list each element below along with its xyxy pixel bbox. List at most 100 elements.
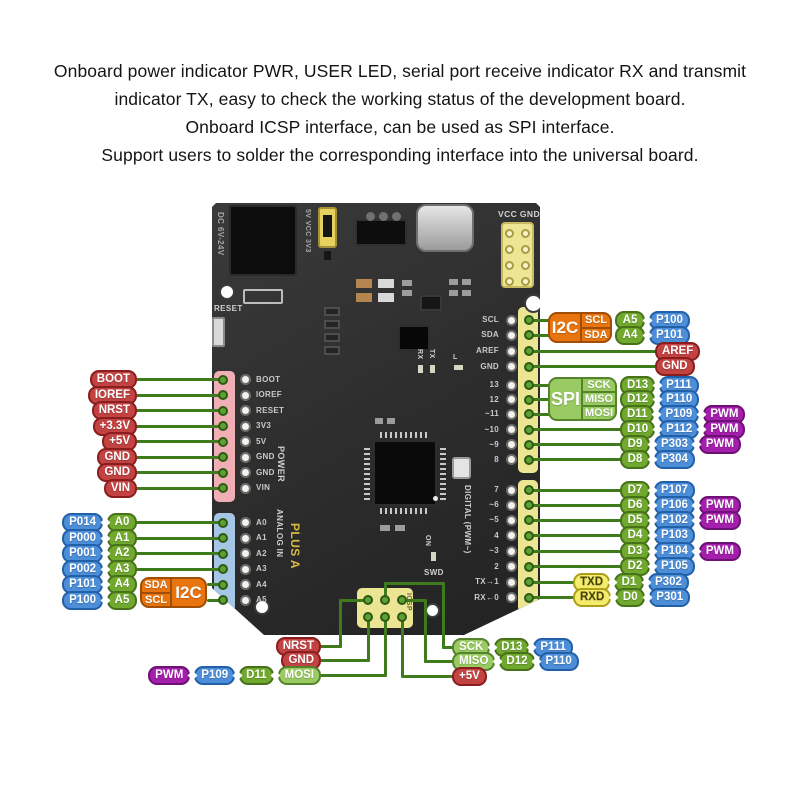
header-pad: [505, 576, 517, 588]
analog-label: ANALOG IN: [275, 509, 284, 558]
passive: [462, 290, 471, 296]
swd-label: SWD: [424, 568, 444, 577]
vent-hole: [365, 211, 375, 221]
voltage-regulator: [355, 219, 407, 246]
pin-label-d0: D0: [615, 588, 646, 607]
pin-dot: [363, 595, 373, 605]
pin-dot: [524, 346, 534, 356]
pin-dot: [524, 577, 534, 587]
header-pad: [239, 389, 251, 401]
pin-label-p110: P110: [538, 652, 579, 671]
pin-label-p304: P304: [654, 450, 695, 469]
left-power-row: VIN: [0, 478, 137, 498]
connector-line: [527, 443, 622, 446]
connector-line: [135, 552, 225, 555]
pin-label-d8: D8: [620, 450, 650, 469]
header-pad: [505, 530, 517, 541]
icsp-sck-trace: [441, 581, 445, 649]
icsp-miso-trace: [423, 660, 454, 663]
silkscreen-~3: ~3: [489, 546, 499, 555]
connector-line: [135, 393, 225, 397]
header-pad: [239, 563, 251, 575]
header-pad: [239, 532, 251, 544]
passive: [387, 418, 395, 424]
pin-dot: [524, 409, 534, 419]
icsp-sck-trace: [383, 581, 387, 602]
diode: [324, 320, 340, 329]
pin-label-p109: P109: [194, 665, 236, 685]
silkscreen-tx→1: TX→1: [475, 577, 499, 586]
connector-line: [527, 349, 657, 353]
header-pin: [521, 244, 530, 254]
pin-dot: [397, 595, 407, 605]
header-pad: [239, 482, 251, 494]
passive: [449, 290, 458, 296]
silkscreen-~6: ~6: [489, 500, 499, 509]
pin-dot: [397, 612, 407, 622]
header-pin: [505, 228, 514, 238]
capacitor: [356, 293, 372, 302]
mcu-pins-bottom: [380, 508, 430, 514]
connector-line: [527, 534, 622, 537]
mount-hole: [219, 284, 235, 300]
header-pad: [505, 379, 517, 391]
pin-label-gnd: GND: [655, 357, 695, 376]
description-line: indicator TX, easy to check the working …: [114, 89, 686, 109]
header-pin: [505, 260, 514, 270]
passive: [395, 525, 405, 531]
silkscreen-reset: RESET: [256, 405, 285, 415]
icsp-label: ICSP: [405, 593, 412, 611]
digital-label: DIGITAL (PWM~): [463, 485, 472, 554]
l-label: L: [453, 354, 458, 361]
pin-label-pwm: PWM: [698, 541, 741, 561]
header-pin: [521, 228, 530, 238]
connector-line: [135, 440, 225, 443]
header-pad: [505, 424, 517, 435]
diode: [324, 346, 340, 355]
icsp-gnd-trace: [366, 615, 370, 662]
rx-label: RX: [416, 349, 423, 360]
connector-line: [527, 549, 622, 553]
resistor: [378, 279, 394, 288]
dc-jack: [229, 205, 297, 276]
pin-label-p101: P101: [649, 325, 690, 345]
pin-label-d11: D11: [239, 665, 274, 685]
pin-label-vin: VIN: [103, 478, 137, 498]
pin-dot: [524, 439, 534, 450]
pin-label-miso: MISO: [583, 391, 615, 405]
header-pad: [505, 394, 517, 405]
pin-label-p101: P101: [62, 575, 103, 594]
pin-dot: [218, 405, 228, 416]
connector-line: [135, 536, 225, 540]
header-pad: [239, 436, 251, 447]
led-rx: [418, 365, 423, 373]
pin-dot: [524, 500, 534, 510]
description-line: Onboard power indicator PWR, USER LED, s…: [53, 61, 747, 81]
icsp-5v-trace: [400, 674, 454, 678]
pin-dot: [524, 515, 534, 525]
vent-hole: [378, 211, 388, 221]
header-pad: [239, 579, 251, 590]
connector-line: [527, 565, 622, 568]
diode: [324, 307, 340, 316]
header-pin: [521, 276, 530, 286]
pin-dot: [524, 361, 534, 372]
icsp-nrst-trace: [338, 598, 342, 648]
connector-line: [527, 318, 550, 322]
pin-label-mosi: MOSI: [277, 665, 321, 685]
silkscreen-aref: AREF: [476, 346, 499, 355]
silkscreen-4: 4: [494, 530, 499, 540]
pin-label-d6: D6: [620, 495, 650, 515]
connector-line: [135, 521, 225, 524]
silkscreen-a3: A3: [256, 564, 267, 573]
bus-label-spi: SPI: [550, 388, 580, 409]
